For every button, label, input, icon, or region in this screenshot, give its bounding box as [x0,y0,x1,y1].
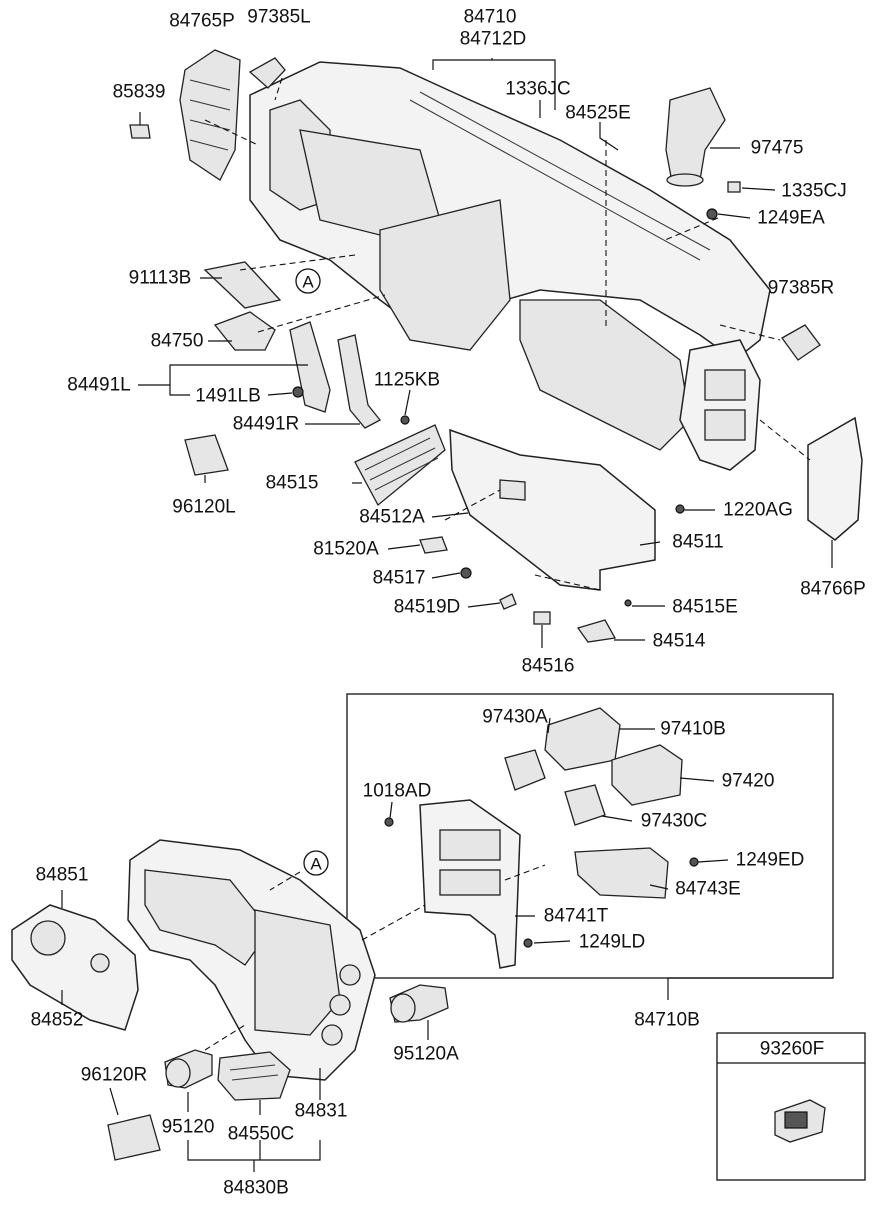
tray-84550C [217,1051,291,1101]
label-81520A: 81520A [313,538,379,560]
label-1249EA: 1249EA [757,207,825,229]
label-84710B: 84710B [634,1009,700,1031]
label-1336JC: 1336JC [505,78,571,100]
label-93260F: 93260F [759,1038,825,1060]
cover-96120L [184,434,229,476]
label-1335CJ: 1335CJ [781,180,847,202]
bracket-84491L [289,321,331,413]
label-84515: 84515 [265,472,319,494]
label-84852: 84852 [30,1009,84,1031]
reference-a-circle-upper [295,268,321,294]
label-1249LD: 1249LD [578,931,646,953]
label-84710: 84710 [463,6,517,28]
label-97385L: 97385L [247,6,311,28]
crash-pad-upper [249,61,771,471]
vent-97410B [544,707,621,771]
side-cover-left [179,49,241,181]
label-84516: 84516 [521,655,575,677]
lower-cover-91113B [203,261,282,309]
label-97385R: 97385R [767,277,835,299]
handle-81520A [419,536,448,554]
side-vent-right [781,324,821,361]
label-97430C: 97430C [640,810,708,832]
striker-84514 [576,619,617,643]
label-84491L: 84491L [67,374,131,396]
label-97410B: 97410B [660,718,726,740]
label-84712D: 84712D [459,28,527,50]
label-84491R: 84491R [232,413,300,435]
side-vent-left [248,57,286,89]
label-1018AD: 1018AD [362,780,432,802]
tray-84743E [574,847,669,899]
label-91113B: 91113B [128,267,192,289]
label-85839: 85839 [112,81,166,103]
label-97430A: 97430A [482,706,548,728]
label-84550C: 84550C [227,1123,295,1145]
clip-85839 [129,124,151,139]
glove-box-84511 [449,428,656,591]
label-1125KB: 1125KB [373,369,441,391]
label-84766P: 84766P [800,578,866,600]
label-84741T: 84741T [543,905,609,927]
label-84519D: 84519D [393,596,461,618]
label-97475: 97475 [750,137,804,159]
reference-a-circle-lower [303,850,329,876]
label-84765P: 84765P [169,10,235,32]
label-95120: 95120 [161,1116,215,1138]
label-96120R: 96120R [80,1064,148,1086]
label-1220AG: 1220AG [723,499,793,521]
label-84851: 84851 [35,864,89,886]
label-1491LB: 1491LB [195,385,261,407]
label-84750: 84750 [150,330,204,352]
switch-93260F-box [716,1032,866,1181]
label-84525E: 84525E [565,102,631,124]
label-97420: 97420 [721,770,775,792]
label-84831: 84831 [294,1100,348,1122]
label-a-upper: A [302,272,314,292]
label-84517: 84517 [372,567,426,589]
vent-97430A [504,749,546,791]
label-84515E: 84515E [672,596,738,618]
label-84511: 84511 [672,531,724,553]
label-1249ED: 1249ED [735,849,805,871]
duct-84750 [213,311,276,351]
label-95120A: 95120A [393,1043,459,1065]
vent-97430C [564,784,606,826]
center-fascia-group-box [346,693,834,979]
label-84830B: 84830B [223,1177,289,1199]
bracket-84491R [337,334,381,429]
label-84743E: 84743E [675,878,741,900]
label-a-lower: A [310,854,322,874]
side-cover-84766P [807,416,863,541]
label-84512A: 84512A [359,506,425,528]
duct-97475 [665,87,726,183]
cover-96120R [107,1114,161,1161]
label-96120L: 96120L [172,496,236,518]
label-84514: 84514 [652,630,706,652]
vent-97420 [611,744,683,806]
